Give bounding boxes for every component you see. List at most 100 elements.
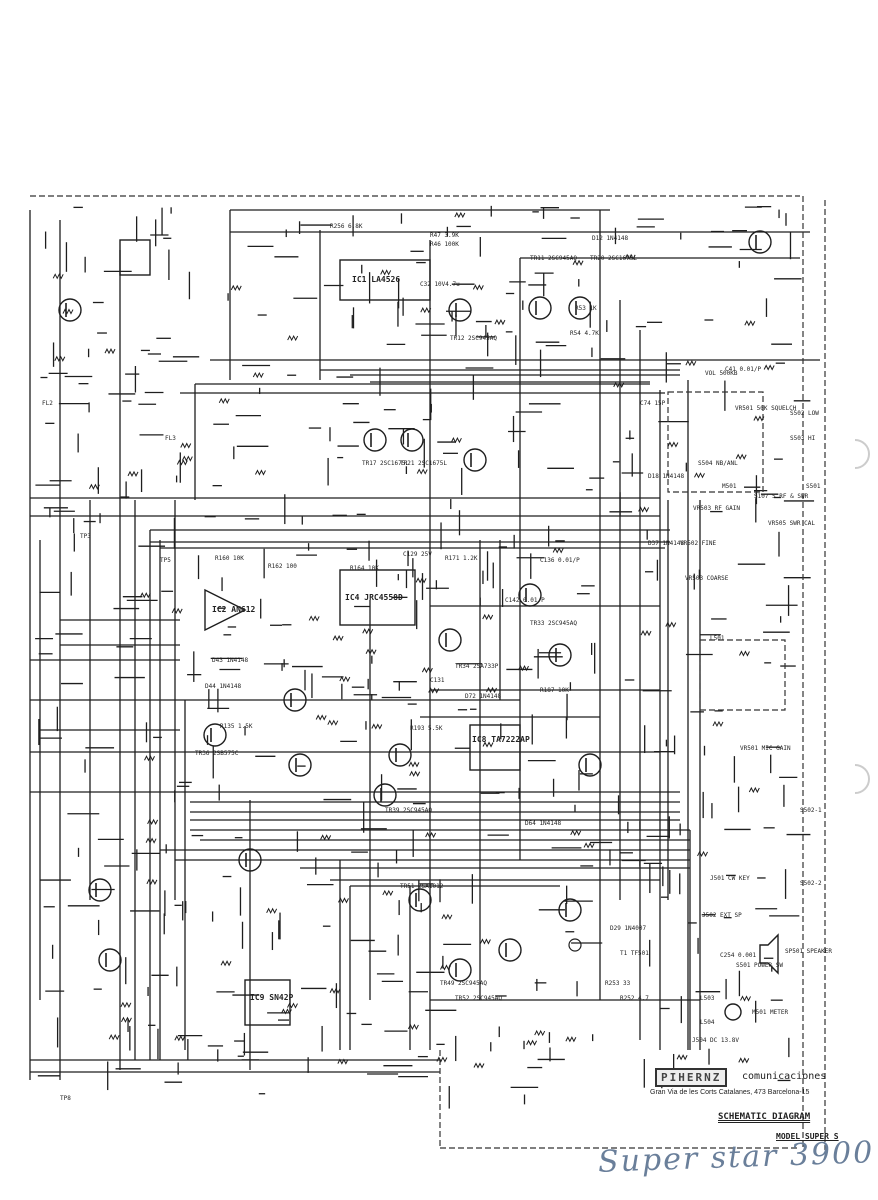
control-label: S504 NB/ANL xyxy=(698,460,738,467)
meter-icon xyxy=(724,1003,742,1021)
resistor-symbol xyxy=(482,613,494,621)
diode-label: D43 1N4148 xyxy=(212,657,249,664)
transistor-symbol xyxy=(283,688,307,712)
control-label: L504 xyxy=(700,1019,715,1026)
resistor-symbol xyxy=(88,483,100,490)
control-label: L503 xyxy=(700,995,715,1002)
components xyxy=(52,211,870,1069)
resistor-symbol xyxy=(738,650,750,657)
company-address: Gran Via de les Corts Catalanes, 473 Bar… xyxy=(650,1089,810,1096)
resistor-symbol xyxy=(583,842,595,849)
resistor-symbol xyxy=(371,723,383,730)
transistor-symbol xyxy=(58,298,82,322)
transistor-label: TR33 2SC945AQ xyxy=(530,620,577,627)
transistor-symbol xyxy=(438,628,462,652)
binder-hole xyxy=(854,764,870,794)
resistor-symbol xyxy=(428,687,440,694)
resistor-symbol xyxy=(753,415,765,422)
resistor-symbol xyxy=(362,628,374,635)
speaker-icon xyxy=(759,933,779,975)
io-label: T1 TF501 xyxy=(620,950,649,957)
resistor-symbol xyxy=(255,469,266,476)
resistor-symbol xyxy=(327,719,339,726)
resistor-symbol xyxy=(425,831,437,839)
connector-icon xyxy=(568,938,582,952)
resistor-symbol xyxy=(252,371,264,379)
resistor-symbol xyxy=(415,577,427,584)
resistor-symbol xyxy=(665,621,677,628)
capacitor-label: C41 0.01/P xyxy=(725,366,762,373)
resistor-symbol xyxy=(494,319,506,326)
io-label: J502 EXT SP xyxy=(702,912,742,919)
company-name: comunicaciones xyxy=(742,1071,827,1082)
resistor-symbol xyxy=(552,547,564,554)
ic-body xyxy=(119,239,151,276)
resistor-symbol xyxy=(450,437,462,444)
resistor-symbol xyxy=(220,960,232,967)
resistor-symbol xyxy=(479,938,491,945)
transistor-symbol xyxy=(288,753,312,777)
control-label: S501 xyxy=(806,483,821,490)
transistor-symbol xyxy=(203,723,227,747)
control-label: M501 xyxy=(722,483,737,490)
resistor-symbol xyxy=(266,907,278,914)
resistor-symbol xyxy=(685,360,697,367)
control-label: VOL 500KB xyxy=(705,370,738,377)
resistor-label: R171 1.2K xyxy=(445,555,478,562)
resistor-symbol xyxy=(62,308,74,315)
resistor-label: R164 10K xyxy=(350,565,379,572)
logo-text: PIHERNZ xyxy=(661,1071,722,1084)
resistor-symbol xyxy=(174,1035,186,1042)
resistor-symbol xyxy=(181,455,193,462)
resistor-symbol xyxy=(667,441,679,448)
control-label: S107 S RF & SWR xyxy=(754,493,809,500)
transistor-label: TR36 2SB575C xyxy=(195,750,239,757)
control-label: S502-2 xyxy=(800,880,822,887)
resistor-symbol xyxy=(697,850,708,858)
transistor-label: TR34 2SA733P xyxy=(455,663,499,670)
resistor-symbol xyxy=(408,761,420,768)
resistor-label: R253 33 xyxy=(605,980,631,987)
transistor-symbol xyxy=(400,428,424,452)
model-name: MODEL SUPER S xyxy=(776,1132,839,1141)
wiring xyxy=(29,205,820,1109)
resistor-symbol xyxy=(676,1054,688,1061)
resistor-symbol xyxy=(338,897,349,904)
ic-body xyxy=(244,979,291,1026)
capacitor-label: C74 15P xyxy=(640,400,666,407)
transistor-symbol xyxy=(408,888,432,912)
resistor-symbol xyxy=(473,1062,485,1069)
diode-label: D29 1N4007 xyxy=(610,925,647,932)
diagram-title: SCHEMATIC DIAGRAM xyxy=(718,1112,811,1122)
resistor-symbol xyxy=(518,664,529,672)
control-label: VR505 SWR CAL xyxy=(768,520,815,527)
transistor-symbol xyxy=(528,296,552,320)
io-label: SP501 SPEAKER xyxy=(785,948,832,955)
resistor-symbol xyxy=(320,834,332,841)
resistor-label: R46 100K xyxy=(430,241,459,248)
resistor-symbol xyxy=(218,397,230,404)
resistor-symbol xyxy=(694,472,705,479)
test_point-label: FL2 xyxy=(42,400,53,407)
transformer-box xyxy=(699,639,786,711)
capacitor-label: C32 10V4.7u xyxy=(420,281,460,288)
resistor-symbol xyxy=(421,666,433,674)
transistor-symbol xyxy=(238,848,262,872)
resistor-symbol xyxy=(748,786,760,794)
company-logo: PIHERNZ xyxy=(655,1068,728,1087)
transistor-symbol xyxy=(748,230,772,254)
resistor-symbol xyxy=(147,818,159,825)
io-label: J501 CW KEY xyxy=(710,875,750,882)
resistor-symbol xyxy=(744,320,756,327)
sheet-frame xyxy=(30,195,826,1150)
ic-label: IC8 TA7222AP xyxy=(472,735,530,744)
binder-hole xyxy=(854,439,870,469)
capacitor-label: C131 xyxy=(430,677,445,684)
diode-label: D37 1N4148 xyxy=(648,540,685,547)
resistor-symbol xyxy=(624,253,636,260)
transistor-label: TR39 2SC945AQ xyxy=(385,807,432,814)
resistor-label: R160 10K xyxy=(215,555,244,562)
resistor-symbol xyxy=(565,1036,577,1043)
transistor-symbol xyxy=(558,898,582,922)
resistor-symbol xyxy=(613,381,625,388)
